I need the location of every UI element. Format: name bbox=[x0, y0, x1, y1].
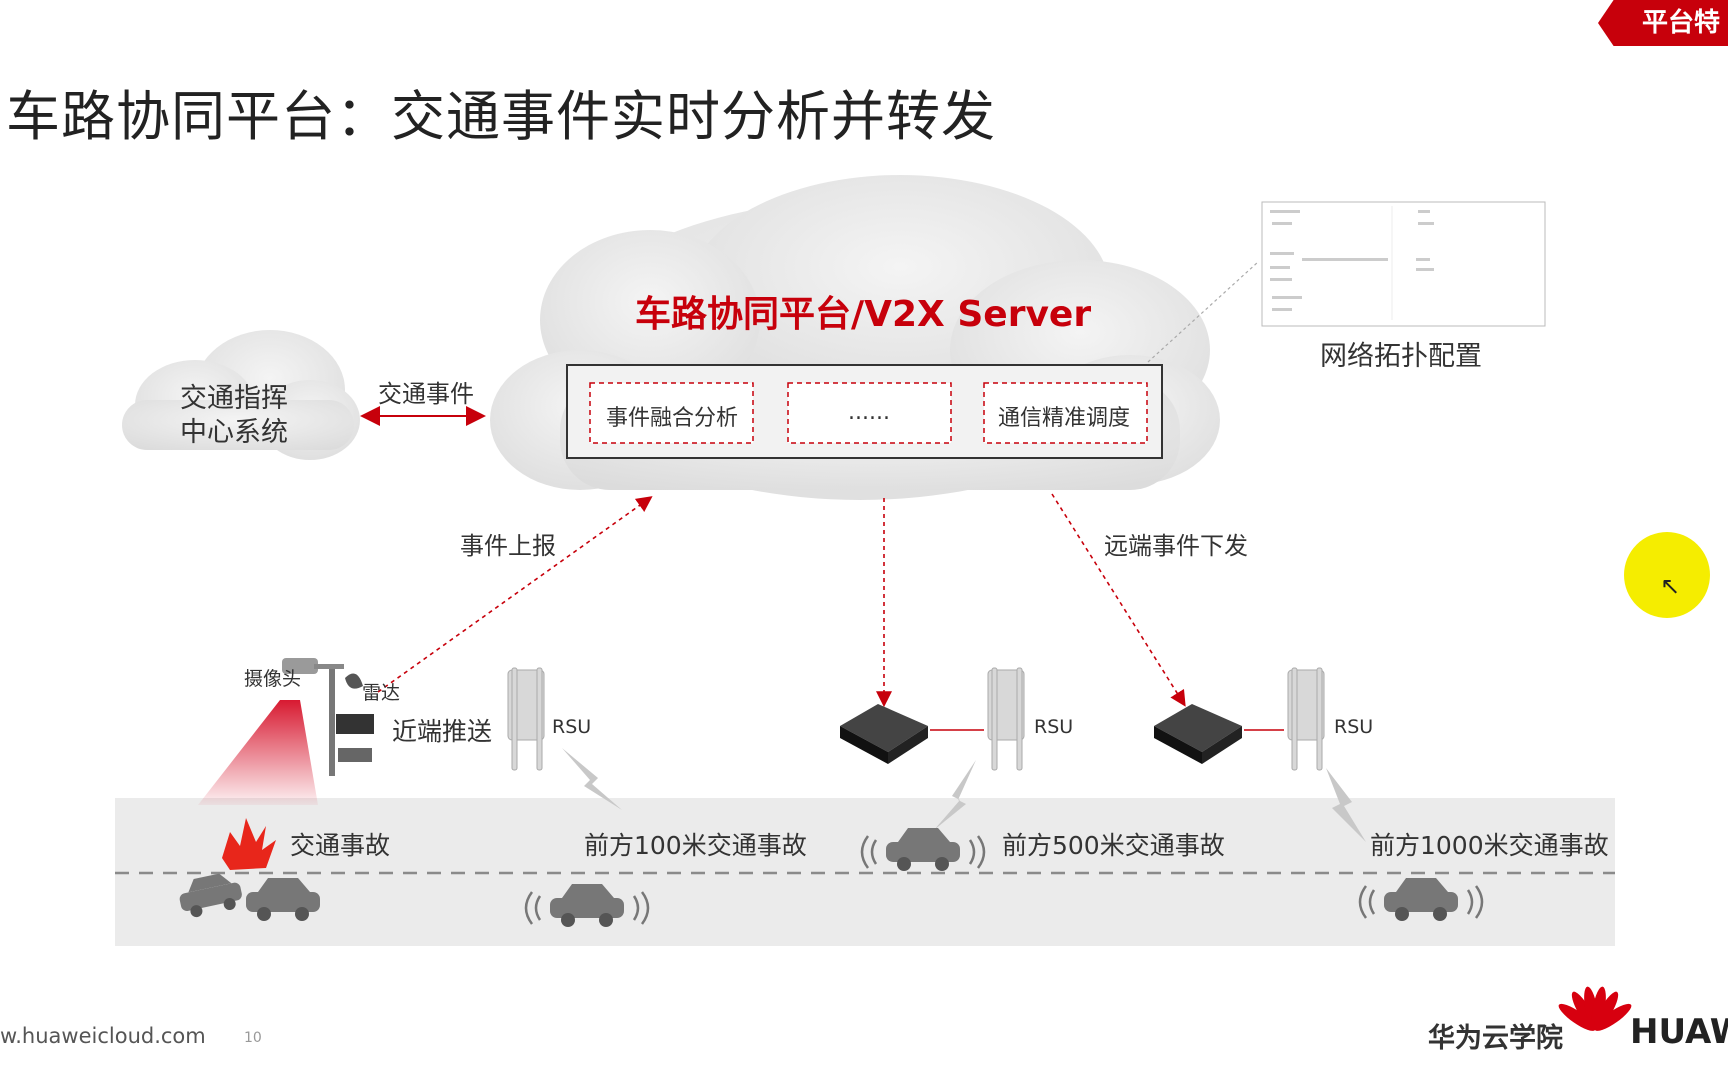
server-title: 车路协同平台/V2X Server bbox=[635, 294, 1092, 335]
rsu-device-1 bbox=[507, 667, 545, 771]
corner-tag: 平台特 bbox=[1598, 0, 1728, 46]
dispatch-box bbox=[983, 382, 1148, 444]
fire-icon bbox=[222, 818, 276, 870]
mouse-pointer-icon: ↖ bbox=[1660, 572, 1681, 600]
crash-cars bbox=[179, 873, 320, 921]
ellipsis-label: ...... bbox=[848, 400, 890, 425]
network-config-thumbnail bbox=[1147, 201, 1546, 363]
rsu-device-2 bbox=[987, 667, 1025, 771]
signal-bolt-3 bbox=[1326, 768, 1366, 842]
dispatch-label: 通信精准调度 bbox=[998, 406, 1131, 431]
rsu-label-2: RSU bbox=[1034, 716, 1074, 738]
signal-bolt-1 bbox=[562, 748, 622, 810]
page-number: 10 bbox=[244, 1030, 262, 1046]
road-label-1000m: 前方1000米交通事故 bbox=[1370, 831, 1609, 860]
ellipsis-box bbox=[787, 382, 952, 444]
cursor-highlight bbox=[1624, 532, 1710, 618]
radar-label: 雷达 bbox=[362, 682, 401, 704]
brand-name-en: HUAW bbox=[1630, 1012, 1728, 1052]
traffic-event-label: 交通事件 bbox=[378, 380, 474, 408]
camera-label: 摄像头 bbox=[244, 668, 302, 690]
fusion-analysis-label: 事件融合分析 bbox=[606, 406, 739, 431]
command-center-cloud bbox=[122, 330, 360, 460]
fusion-box bbox=[589, 382, 754, 444]
signal-bolt-2 bbox=[934, 760, 976, 830]
edge-box-2 bbox=[1154, 704, 1284, 764]
road-label-accident: 交通事故 bbox=[290, 831, 391, 860]
remote-arrow bbox=[1051, 493, 1186, 707]
event-report-label: 事件上报 bbox=[460, 532, 556, 560]
road-label-100m: 前方100米交通事故 bbox=[584, 831, 807, 860]
near-push-label: 近端推送 bbox=[392, 717, 493, 746]
footer-url: w.huaweicloud.com bbox=[0, 1024, 206, 1048]
camera-pole bbox=[198, 658, 374, 805]
edge-box-1 bbox=[840, 704, 984, 764]
car-500m bbox=[860, 828, 986, 871]
car-1000m bbox=[1358, 878, 1484, 921]
remote-dispatch-label: 远端事件下发 bbox=[1104, 532, 1248, 560]
huawei-logo bbox=[1558, 986, 1632, 1031]
command-center-line1: 交通指挥 bbox=[180, 383, 288, 414]
slide-title: 车路协同平台：交通事件实时分析并转发 bbox=[6, 85, 996, 148]
rsu-device-3 bbox=[1287, 667, 1325, 771]
car-100m bbox=[524, 884, 650, 927]
network-config-label: 网络拓扑配置 bbox=[1320, 341, 1482, 372]
command-center-line2: 中心系统 bbox=[180, 417, 288, 448]
brand-name-cn: 华为云学院 bbox=[1428, 1023, 1563, 1054]
rsu-label-1: RSU bbox=[552, 716, 592, 738]
road-label-500m: 前方500米交通事故 bbox=[1002, 831, 1225, 860]
rsu-label-3: RSU bbox=[1334, 716, 1374, 738]
